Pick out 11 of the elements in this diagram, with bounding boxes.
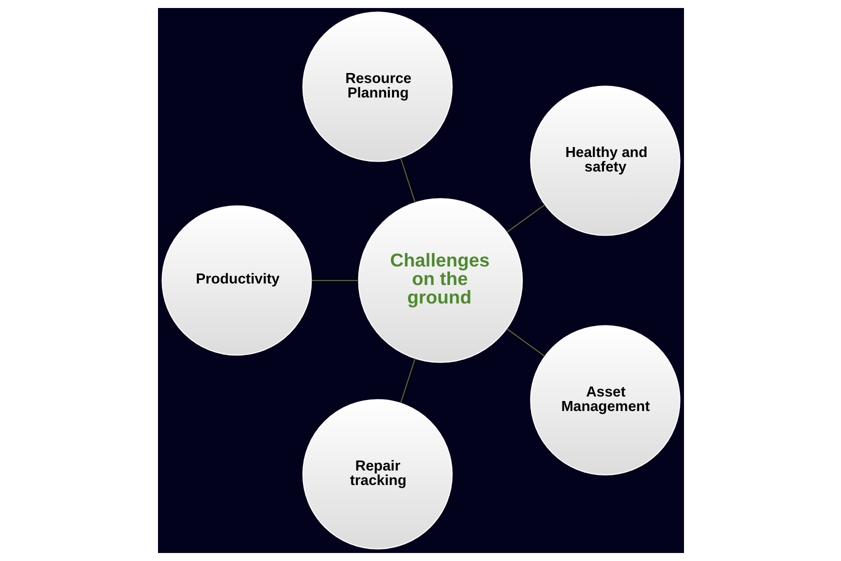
connector bbox=[311, 280, 358, 282]
connector bbox=[506, 328, 545, 357]
node-circle: Resource Planning bbox=[302, 12, 452, 162]
node-circle: Repair tracking bbox=[302, 399, 452, 550]
node-circle: Productivity bbox=[161, 205, 312, 356]
node-circle: Challenges on the ground bbox=[358, 198, 522, 363]
connector bbox=[400, 158, 416, 203]
connector bbox=[400, 358, 416, 404]
connector bbox=[506, 204, 545, 233]
node-circle: Healthy and safety bbox=[530, 86, 680, 236]
node-circle: Asset Management bbox=[530, 325, 680, 476]
